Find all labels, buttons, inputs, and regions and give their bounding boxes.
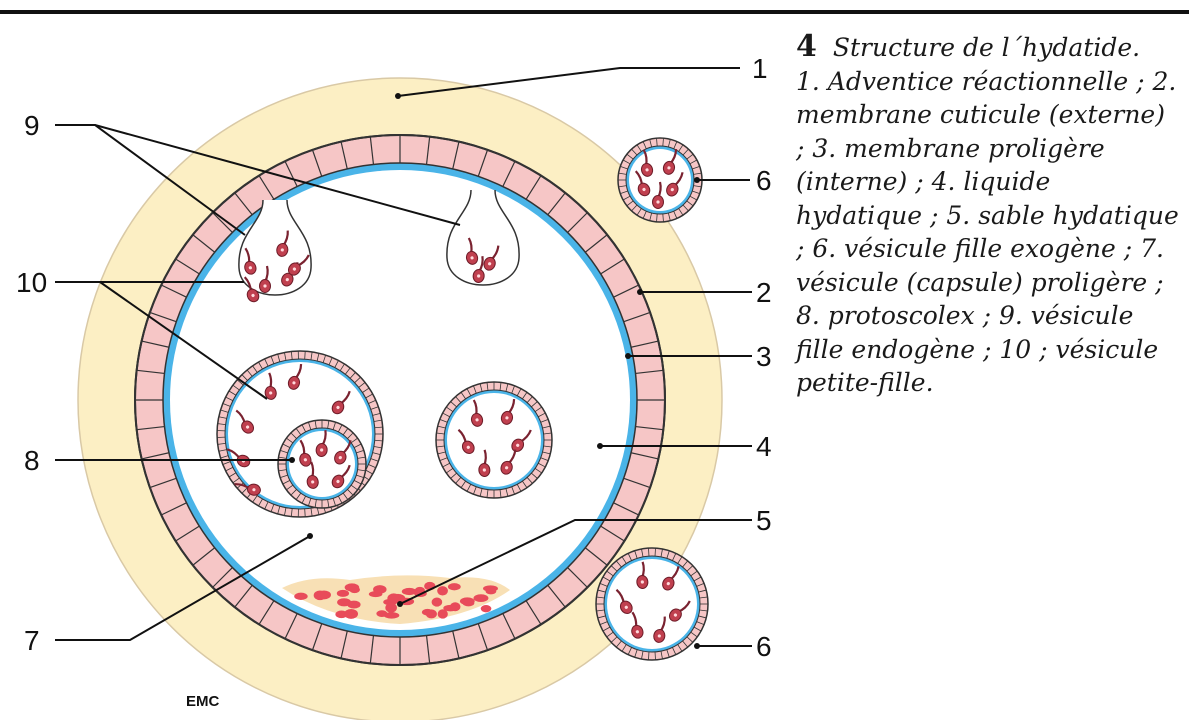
- vesicle-wall-line: [655, 652, 656, 660]
- sand-particle: [385, 603, 397, 613]
- sand-particle: [481, 605, 492, 612]
- figure-legend: 1. Adventice réactionnelle ; 2. membrane…: [796, 65, 1181, 400]
- label-10: 10: [16, 267, 47, 298]
- sand-particle: [294, 593, 307, 600]
- sand-particle: [317, 590, 331, 599]
- sand-particle: [438, 609, 448, 618]
- label-7: 7: [24, 625, 40, 656]
- protoscolex-core: [263, 284, 266, 287]
- label-4: 4: [756, 431, 772, 462]
- vesicle-interior: [447, 393, 541, 487]
- protoscolex-core: [656, 200, 659, 203]
- label-6-bottom: 6: [756, 631, 772, 662]
- label-6-top: 6: [756, 165, 772, 196]
- granddaughter-vesicle: [278, 420, 366, 508]
- vesicle-interior: [289, 431, 355, 497]
- sand-particle: [432, 598, 443, 607]
- sand-particle: [337, 598, 351, 606]
- vesicle-wall-line: [655, 548, 656, 556]
- sand-particle: [384, 612, 399, 618]
- sand-particle: [437, 586, 448, 595]
- exogenous-vesicle-top: [618, 138, 702, 222]
- figure-number: 4: [796, 29, 817, 64]
- watermark-emc: EMC: [186, 693, 220, 710]
- daughter-vesicle-free: [436, 382, 552, 498]
- vesicle-wall-line: [305, 509, 306, 517]
- vesicle-wall-line: [648, 652, 649, 660]
- label-9: 9: [24, 110, 40, 141]
- label-8: 8: [24, 445, 40, 476]
- label-3: 3: [756, 341, 772, 372]
- vesicle-wall-line: [648, 548, 649, 556]
- sand-particle: [448, 583, 461, 590]
- figure-title: Structure de l´hydatide.: [833, 33, 1140, 62]
- exogenous-vesicle-bottom: [596, 548, 708, 660]
- sand-particle: [344, 611, 357, 618]
- figure-caption: 4 Structure de l´hydatide. 1. Adventice r…: [796, 30, 1181, 400]
- sand-particle: [473, 594, 488, 602]
- sand-particle: [345, 583, 360, 591]
- sand-particle: [486, 588, 497, 594]
- sand-particle: [373, 585, 386, 594]
- sand-particle: [337, 590, 349, 597]
- label-5: 5: [756, 505, 772, 536]
- vesicle-wall-line: [305, 351, 306, 359]
- label-2: 2: [756, 277, 772, 308]
- sand-particle: [460, 597, 475, 605]
- sand-particle: [426, 609, 437, 618]
- label-1: 1: [752, 53, 768, 84]
